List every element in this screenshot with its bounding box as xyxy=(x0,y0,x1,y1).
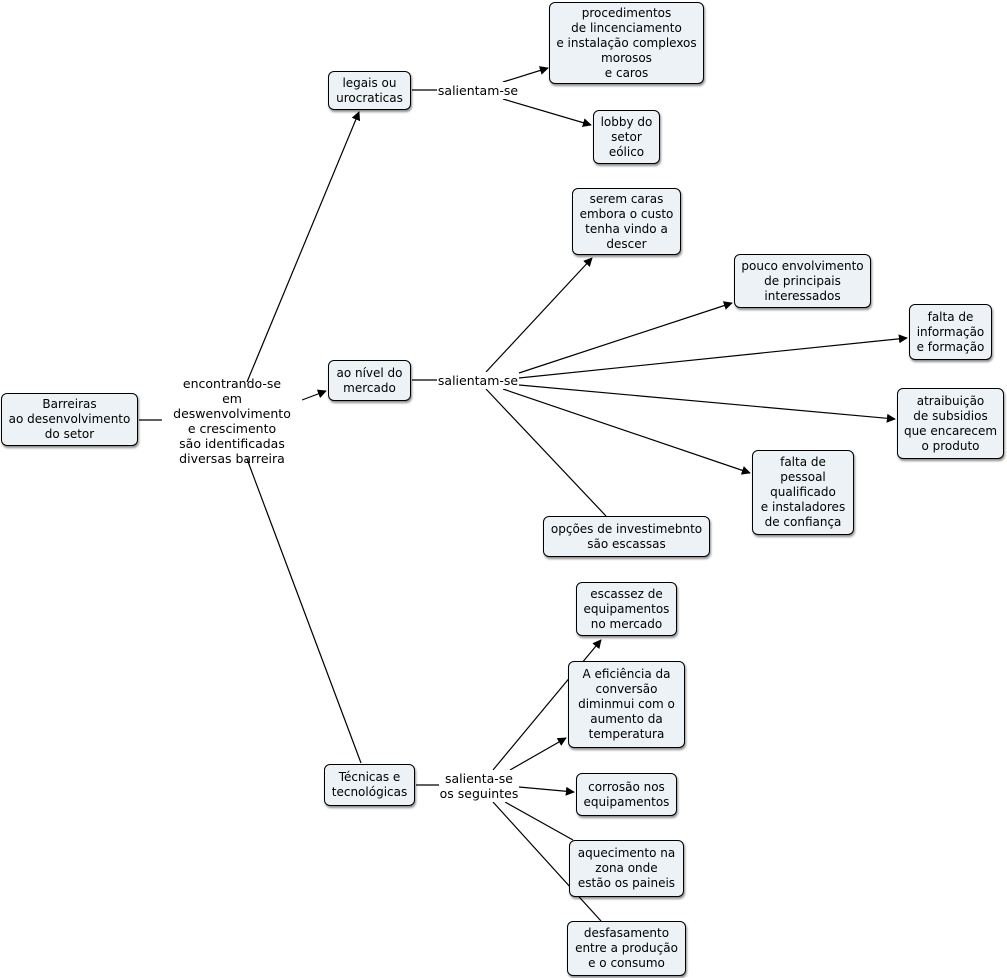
concept-falta-informacao[interactable]: falta de informação e formação xyxy=(909,304,992,360)
linking-phrase-salientam-2[interactable]: salientam-se xyxy=(437,372,519,389)
concept-opcoes-investimento[interactable]: opções de investimebnto são escassas xyxy=(543,516,710,557)
linking-phrase-salienta-3[interactable]: salienta-se os seguintes xyxy=(439,770,519,802)
concept-escassez[interactable]: escassez de equipamentos no mercado xyxy=(576,582,677,636)
concept-subsidios[interactable]: atraibuição de subsidios que encarecem o… xyxy=(897,388,1004,459)
concept-legais[interactable]: legais ou urocraticas xyxy=(328,71,411,110)
link-sal3-corr xyxy=(518,786,575,796)
concept-nivel-mercado[interactable]: ao nível do mercado xyxy=(328,360,411,401)
link-enc-mercado xyxy=(301,389,327,401)
link-enc-tecnicas xyxy=(246,458,362,764)
linking-phrase-encontrando[interactable]: encontrando-se em deswenvolvimento e cre… xyxy=(162,376,302,466)
link-sal2-info xyxy=(518,334,908,379)
link-sal2-pessoal xyxy=(502,388,751,475)
link-sal2-opcoes xyxy=(485,388,607,517)
concept-desfasamento[interactable]: desfasamento entre a produção e o consum… xyxy=(567,921,686,976)
linking-phrase-salientam-1[interactable]: salientam-se xyxy=(437,82,519,99)
concept-envolvimento[interactable]: pouco envolvimento de principais interes… xyxy=(734,254,871,308)
link-sal1-proc xyxy=(502,66,549,83)
concept-falta-pessoal[interactable]: falta de pessoal qualificado e instalado… xyxy=(752,450,854,535)
link-enc-legais xyxy=(246,111,361,383)
link-sal2-caras xyxy=(485,257,593,373)
concept-corrosao[interactable]: corrosão nos equipamentos xyxy=(576,773,677,816)
link-sal3-aquec xyxy=(504,801,574,841)
concept-lobby[interactable]: lobby do setor eólico xyxy=(593,110,660,164)
link-sal1-lobby xyxy=(502,98,592,128)
link-sal3-efic xyxy=(509,737,567,771)
concept-caras[interactable]: serem caras embora o custo tenha vindo a… xyxy=(572,188,681,255)
link-sal3-desf xyxy=(492,801,602,922)
concept-procedimentos[interactable]: procedimentos de lincenciamento e instal… xyxy=(549,2,704,84)
concept-barreiras[interactable]: Barreiras ao desenvolvimento do setor xyxy=(1,393,138,446)
link-sal2-envolv xyxy=(518,301,733,374)
concept-eficiencia[interactable]: A eficiência da conversão diminmui com o… xyxy=(568,661,685,748)
concept-tecnicas[interactable]: Técnicas e tecnológicas xyxy=(324,764,415,806)
link-sal2-subs xyxy=(518,384,896,423)
concept-aquecimento[interactable]: aquecimento na zona onde estão os painei… xyxy=(569,840,684,897)
